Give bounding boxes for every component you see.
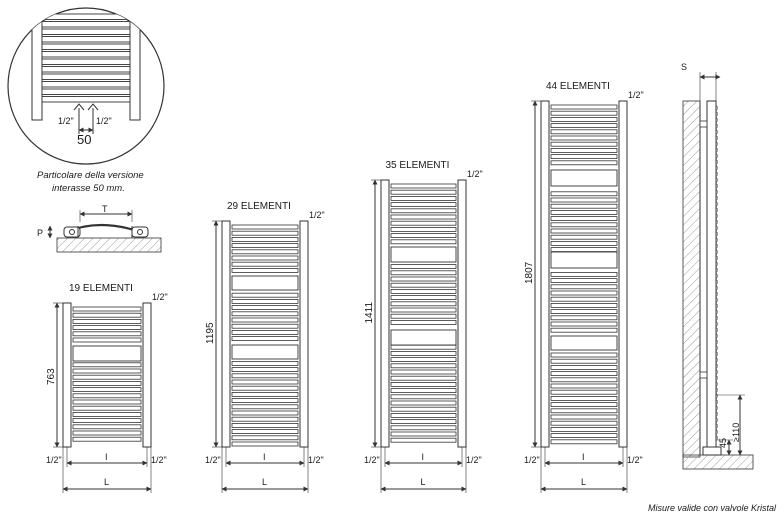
radiator-connection-top: 1/2" [309, 210, 325, 220]
radiator-connection-right: 1/2" [627, 455, 643, 465]
side-floor [682, 454, 754, 470]
detail-circle: 1/2" 1/2" 50 [7, 7, 165, 165]
radiator-height-label: 1195 [205, 322, 216, 344]
radiator-connection-right: 1/2" [308, 455, 324, 465]
radiator-axis-label: I [422, 452, 425, 462]
radiator-left-collector [380, 179, 390, 448]
radiator-connection-left: 1/2" [46, 455, 62, 465]
radiator-left-collector [221, 220, 231, 448]
detail-caption-line2: interasse 50 mm. [52, 183, 125, 194]
radiator-left-collector [540, 100, 550, 448]
radiator-elements-label: 19 ELEMENTI [69, 283, 133, 294]
detail-caption-line1: Particolare della versione [37, 170, 144, 181]
radiator-connection-top: 1/2" [467, 169, 483, 179]
radiator-connection-top: 1/2" [152, 292, 168, 302]
radiator-connection-top: 1/2" [628, 90, 644, 100]
side-radiator-body [706, 100, 717, 448]
radiator-right-collector [142, 302, 152, 448]
side-label-110: ≥110 [731, 423, 741, 442]
bracket-detail: T P [37, 204, 162, 253]
radiator-height-label: 1411 [364, 302, 375, 324]
radiator-connection-left: 1/2" [205, 455, 221, 465]
radiator-width-label: L [581, 477, 586, 487]
radiator-right-collector [618, 100, 628, 448]
side-label-45: 45 [718, 438, 728, 448]
radiator-connection-left: 1/2" [364, 455, 380, 465]
bracket-label-t: T [102, 204, 108, 214]
radiator-wide-rail [550, 169, 618, 187]
radiator-width-label: L [421, 477, 426, 487]
radiator-wide-rail [550, 251, 618, 269]
radiator-wide-rail [231, 344, 299, 360]
radiator-elements-label: 29 ELEMENTI [227, 201, 291, 212]
radiator-wide-rail [390, 329, 457, 346]
detail-spacing-label: 50 [77, 132, 91, 147]
radiator-wide-rail [231, 275, 299, 291]
radiator-connection-left: 1/2" [524, 455, 540, 465]
side-label-s: S [681, 62, 687, 72]
radiator-connection-right: 1/2" [466, 455, 482, 465]
radiator-width-label: L [262, 477, 267, 487]
side-view: S 45 ≥110 [681, 62, 754, 470]
bracket-label-p: P [37, 228, 43, 238]
side-valve [702, 446, 722, 456]
radiator-right-collector [457, 179, 467, 448]
radiator-right-collector [299, 220, 309, 448]
radiator-width-label: L [104, 477, 109, 487]
radiator-axis-label: I [105, 452, 108, 462]
radiator-left-collector [62, 302, 72, 448]
radiator-connection-right: 1/2" [151, 455, 167, 465]
bracket-wall-base [56, 237, 162, 253]
detail-pipe-right-label: 1/2" [96, 116, 112, 126]
radiator-elements-label: 35 ELEMENTI [386, 160, 450, 171]
detail-pipe-left-label: 1/2" [58, 116, 74, 126]
detail-radiator-closeup [31, 9, 141, 134]
radiator-elements-label: 44 ELEMENTI [546, 81, 610, 92]
radiator-wide-rail [390, 246, 457, 263]
footnote: Misure valide con valvole Kristal [648, 503, 777, 513]
side-tube-profile [715, 104, 718, 442]
radiator-height-label: 763 [46, 368, 57, 385]
radiator-wide-rail [72, 345, 142, 362]
radiator-height-label: 1807 [524, 261, 535, 284]
radiator-axis-label: I [263, 452, 266, 462]
side-wall [682, 100, 701, 458]
radiator-wide-rail [550, 335, 618, 351]
radiator-axis-label: I [582, 452, 585, 462]
